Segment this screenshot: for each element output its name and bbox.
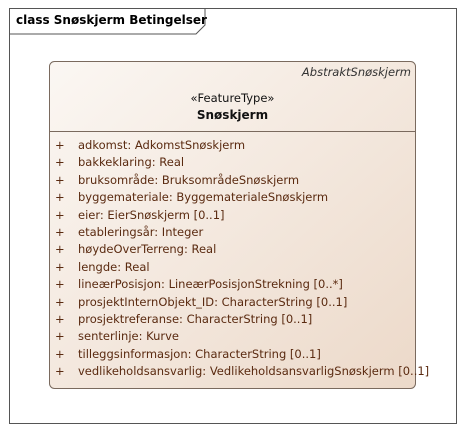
frame-title: class Snøskjerm Betingelser — [16, 13, 207, 27]
attribute-visibility: + — [55, 364, 65, 379]
attribute-row[interactable]: + eier: EierSnøskjerm [0..1] — [49, 207, 416, 224]
attribute-visibility: + — [55, 294, 65, 309]
attribute-visibility: + — [55, 172, 65, 187]
attribute-text: senterlinje: Kurve — [78, 329, 180, 344]
attribute-visibility: + — [55, 311, 65, 326]
attribute-text: bruksområde: BruksområdeSnøskjerm — [78, 172, 300, 187]
class-box-shape — [49, 61, 416, 389]
attribute-row[interactable]: + senterlinje: Kurve — [49, 328, 416, 345]
attribute-text: prosjektreferanse: CharacterString [0..1… — [78, 311, 313, 326]
attribute-row[interactable]: + tilleggsinformasjon: CharacterString [0… — [49, 346, 416, 363]
attribute-visibility: + — [55, 190, 65, 205]
attribute-visibility: + — [55, 138, 65, 152]
attribute-text: bakkeklaring: Real — [78, 155, 185, 170]
attribute-text: lineærPosisjon: LineærPosisjonStrekning … — [78, 277, 343, 292]
attribute-row[interactable]: + lengde: Real — [49, 259, 416, 276]
attribute-row[interactable]: + prosjektInternObjekt_ID: CharacterStrin… — [49, 294, 416, 311]
class-name: Snøskjerm — [196, 108, 269, 122]
stereotype-label: «FeatureType» — [190, 91, 275, 105]
frame-title-tab — [10, 9, 206, 35]
attribute-row[interactable]: + byggemateriale: ByggematerialeSnøskjerm — [49, 189, 416, 206]
attribute-list: + adkomst: AdkomstSnøskjerm + bakkeklaring:… — [49, 137, 429, 380]
attribute-row[interactable]: + adkomst: AdkomstSnøskjerm — [49, 137, 416, 154]
attribute-visibility: + — [55, 207, 65, 222]
attribute-text: høydeOverTerreng: Real — [78, 242, 217, 257]
attribute-row[interactable]: + høydeOverTerreng: Real — [49, 241, 416, 258]
attribute-text: tilleggsinformasjon: CharacterString [0.… — [78, 346, 321, 361]
attribute-visibility: + — [55, 155, 65, 170]
attribute-visibility: + — [55, 242, 65, 257]
generalization-label: AbstraktSnøskjerm — [301, 65, 411, 79]
attribute-row[interactable]: + prosjektreferanse: CharacterString [0..… — [49, 311, 416, 328]
attribute-row[interactable]: + lineærPosisjon: LineærPosisjonStrekning… — [49, 276, 416, 293]
attribute-visibility: + — [55, 346, 65, 361]
diagram-frame: class Snøskjerm Betingelser — [9, 8, 457, 424]
attribute-visibility: + — [55, 329, 65, 344]
attribute-text: adkomst: AdkomstSnøskjerm — [78, 138, 246, 152]
attribute-text: vedlikeholdsansvarlig: Vedlikeholdsansva… — [78, 364, 430, 379]
attribute-text: prosjektInternObjekt_ID: CharacterString… — [78, 294, 348, 309]
attribute-row[interactable]: + vedlikeholdsansvarlig: Vedlikeholdsansv… — [49, 363, 429, 380]
attribute-visibility: + — [55, 259, 65, 274]
attribute-text: etableringsår: Integer — [78, 224, 204, 239]
attribute-visibility: + — [55, 224, 65, 239]
attribute-visibility: + — [55, 277, 65, 292]
attribute-text: lengde: Real — [78, 259, 150, 274]
attribute-text: byggemateriale: ByggematerialeSnøskjerm — [78, 190, 329, 205]
attribute-row[interactable]: + bruksområde: BruksområdeSnøskjerm — [49, 172, 416, 189]
attribute-row[interactable]: + etableringsår: Integer — [49, 224, 416, 241]
attribute-text: eier: EierSnøskjerm [0..1] — [78, 207, 225, 222]
attribute-row[interactable]: + bakkeklaring: Real — [49, 154, 416, 171]
class-snoskjerm[interactable]: AbstraktSnøskjerm «FeatureType» Snøskjer… — [49, 61, 429, 389]
